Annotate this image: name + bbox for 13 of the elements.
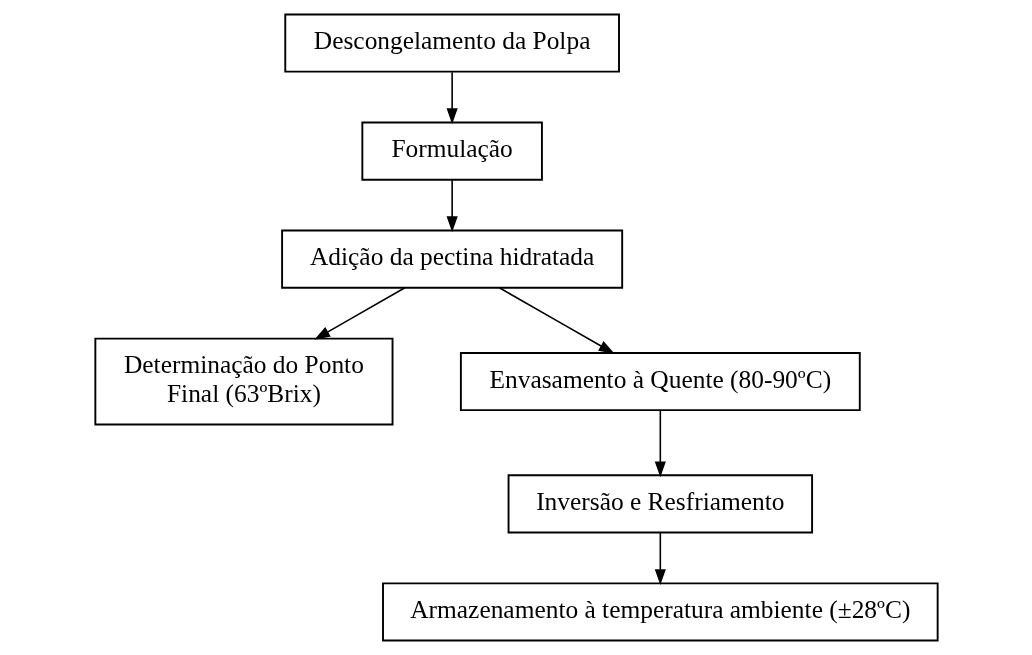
node-box: Formulação bbox=[360, 121, 543, 181]
arrow bbox=[654, 409, 666, 478]
node-box: Inversão e Resfriamento bbox=[507, 474, 813, 534]
arrow bbox=[313, 287, 406, 340]
node-box: Adição da pectina hidratada bbox=[280, 229, 623, 289]
node-box: Determinação do Ponto Final (63ºBrix) bbox=[93, 337, 393, 426]
node-box: Armazenamento à temperatura ambiente (±28ºC) bbox=[381, 582, 939, 642]
arrow bbox=[446, 71, 458, 125]
node-box: Descongelamento da Polpa bbox=[283, 13, 620, 73]
arrow bbox=[498, 287, 615, 354]
arrow bbox=[446, 179, 458, 233]
node-box: Envasamento à Quente (80-90ºC) bbox=[459, 351, 861, 412]
arrow bbox=[654, 532, 666, 586]
